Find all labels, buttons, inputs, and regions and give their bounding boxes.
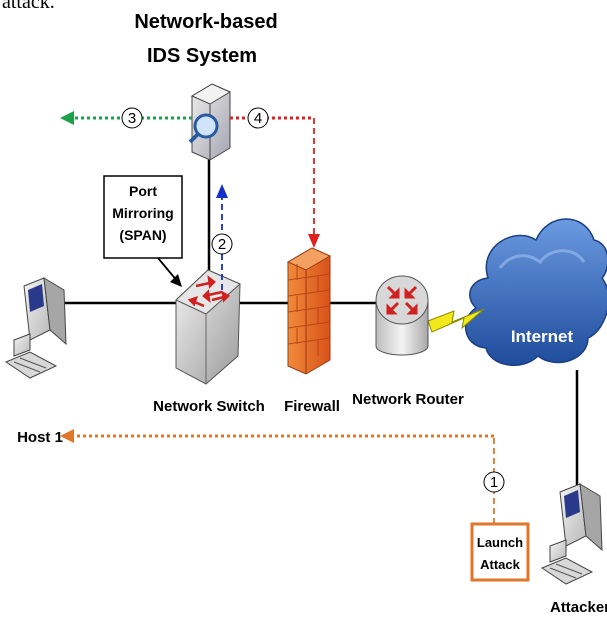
step4-arrow: 4 [230, 107, 320, 248]
launch-attack-line2: Attack [480, 557, 521, 572]
step2-number: 2 [218, 236, 226, 253]
step4-number: 4 [254, 110, 262, 127]
port-mirroring-callout: Port Mirroring (SPAN) [103, 175, 183, 287]
step3-number: 3 [128, 110, 136, 127]
internet-label: Internet [511, 327, 574, 346]
cloud-icon: Internet [464, 218, 607, 366]
firewall-icon [286, 247, 332, 375]
step2-arrow: 2 [211, 184, 233, 290]
host1-computer-icon [4, 277, 67, 379]
port-mirroring-line1: Port [129, 183, 157, 199]
port-mirroring-line2: Mirroring [112, 205, 173, 221]
router-label: Network Router [352, 391, 464, 408]
ids-title-line2: IDS System [147, 45, 257, 67]
port-mirroring-line3: (SPAN) [119, 227, 166, 243]
switch-icon [175, 269, 241, 385]
host1-label: Host 1 [17, 429, 63, 446]
step1-arrow: 1 [60, 429, 505, 524]
launch-attack-line1: Launch [477, 535, 523, 550]
ids-title-line1: Network-based [134, 11, 277, 33]
launch-attack-box: Launch Attack [470, 522, 530, 582]
attacker-label: Attacker [550, 599, 607, 616]
firewall-label: Firewall [284, 398, 340, 415]
step3-arrow: 3 [60, 107, 192, 129]
network-cables [62, 158, 579, 486]
ids-sensor-icon [188, 83, 232, 161]
step1-number: 1 [490, 474, 498, 491]
lightning-icon [427, 308, 485, 333]
top-caption-text: attack. [2, 0, 55, 13]
router-icon [375, 275, 429, 356]
attacker-computer-icon [540, 483, 603, 585]
switch-label: Network Switch [153, 398, 265, 415]
